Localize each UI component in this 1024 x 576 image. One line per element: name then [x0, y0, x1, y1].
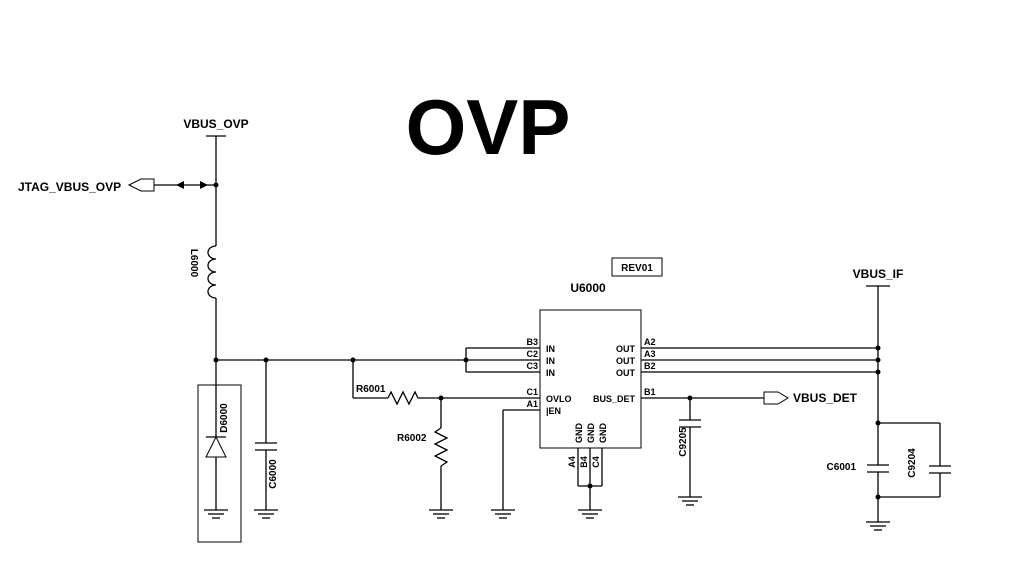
svg-text:GND: GND	[574, 423, 584, 444]
vbus-if-ground	[866, 521, 890, 531]
c6001-ref-label: C6001	[827, 462, 857, 473]
svg-text:BUS_DET: BUS_DET	[593, 394, 636, 404]
revision-label: REV01	[621, 263, 653, 274]
capacitor-c6001: C6001	[827, 462, 889, 522]
ic-pin-a2: OUT A2	[616, 337, 656, 354]
svg-text:GND: GND	[586, 423, 596, 444]
svg-text:A2: A2	[644, 337, 656, 347]
svg-text:B4: B4	[579, 456, 589, 468]
ic-pin-c3: C3 IN	[526, 361, 555, 378]
svg-text:OVLO: OVLO	[546, 394, 572, 404]
svg-text:A1: A1	[526, 399, 538, 409]
jtag-vbus-ovp-connector: JTAG_VBUS_OVP	[18, 178, 216, 194]
svg-text:GND: GND	[598, 423, 608, 444]
svg-text:A4: A4	[567, 456, 577, 468]
c9204-ref-label: C9204	[907, 448, 918, 478]
svg-text:OUT: OUT	[616, 356, 636, 366]
page-title: OVP	[406, 83, 571, 171]
svg-text:IN: IN	[546, 344, 555, 354]
jtag-vbus-ovp-label: JTAG_VBUS_OVP	[18, 180, 121, 194]
ic-u6000: U6000 B3 IN C2 IN C3 IN C1 OVLO A1 |EN O…	[526, 281, 656, 519]
vbus-ovp-rail: VBUS_OVP	[183, 117, 249, 246]
svg-text:OUT: OUT	[616, 368, 636, 378]
ic-pin-a1: A1 |EN	[526, 399, 561, 416]
vbus-if-label: VBUS_IF	[853, 267, 904, 281]
resistor-r6002: R6002	[397, 398, 453, 519]
inductor-l6000: L6000	[188, 245, 217, 299]
ic-ref-label: U6000	[570, 281, 606, 295]
capacitor-c6000: C6000	[254, 360, 279, 519]
vbus-if-rail: VBUS_IF	[853, 267, 941, 466]
svg-text:B1: B1	[644, 387, 656, 397]
svg-text:C3: C3	[526, 361, 538, 371]
revision-box: REV01	[611, 257, 663, 277]
svg-text:B2: B2	[644, 361, 656, 371]
diode-ref-label: D6000	[219, 403, 230, 433]
capacitor-c9204: C9204	[875, 448, 951, 500]
svg-text:C1: C1	[526, 387, 538, 397]
svg-text:|EN: |EN	[546, 406, 561, 416]
svg-text:IN: IN	[546, 356, 555, 366]
c6000-ref-label: C6000	[268, 459, 279, 489]
ic-pin-b3: B3 IN	[526, 337, 555, 354]
ic-pin-b1: BUS_DET B1	[593, 387, 656, 404]
ic-pin-b4: GND B4	[579, 423, 596, 468]
ic-pin-c4: GND C4	[591, 423, 608, 468]
r6002-ref-label: R6002	[397, 433, 427, 444]
ic-pin-a3: OUT A3	[616, 349, 656, 366]
vbus-ovp-label: VBUS_OVP	[183, 117, 248, 131]
svg-text:A3: A3	[644, 349, 656, 359]
r6001-ref-label: R6001	[356, 384, 386, 395]
ic-pin-a4: GND A4	[567, 423, 584, 468]
vbus-det-label: VBUS_DET	[793, 391, 858, 405]
enable-ground	[491, 409, 540, 519]
svg-text:IN: IN	[546, 368, 555, 378]
capacitor-c9205: C9205	[678, 398, 702, 506]
ic-pin-c1: C1 OVLO	[526, 387, 571, 404]
vbus-det-output: VBUS_DET	[641, 391, 858, 405]
resistor-r6001: R6001	[352, 360, 540, 406]
output-wires	[641, 345, 881, 375]
inductor-ref-label: L6000	[188, 249, 199, 278]
svg-text:C4: C4	[591, 456, 601, 468]
svg-text:OUT: OUT	[616, 344, 636, 354]
ic-pin-b2: OUT B2	[616, 361, 656, 378]
svg-text:B3: B3	[526, 337, 538, 347]
ic-pin-c2: C2 IN	[526, 349, 555, 366]
input-wire	[213, 298, 540, 373]
svg-text:C2: C2	[526, 349, 538, 359]
diode-d6000: D6000	[197, 360, 242, 543]
c9205-ref-label: C9205	[678, 427, 689, 457]
